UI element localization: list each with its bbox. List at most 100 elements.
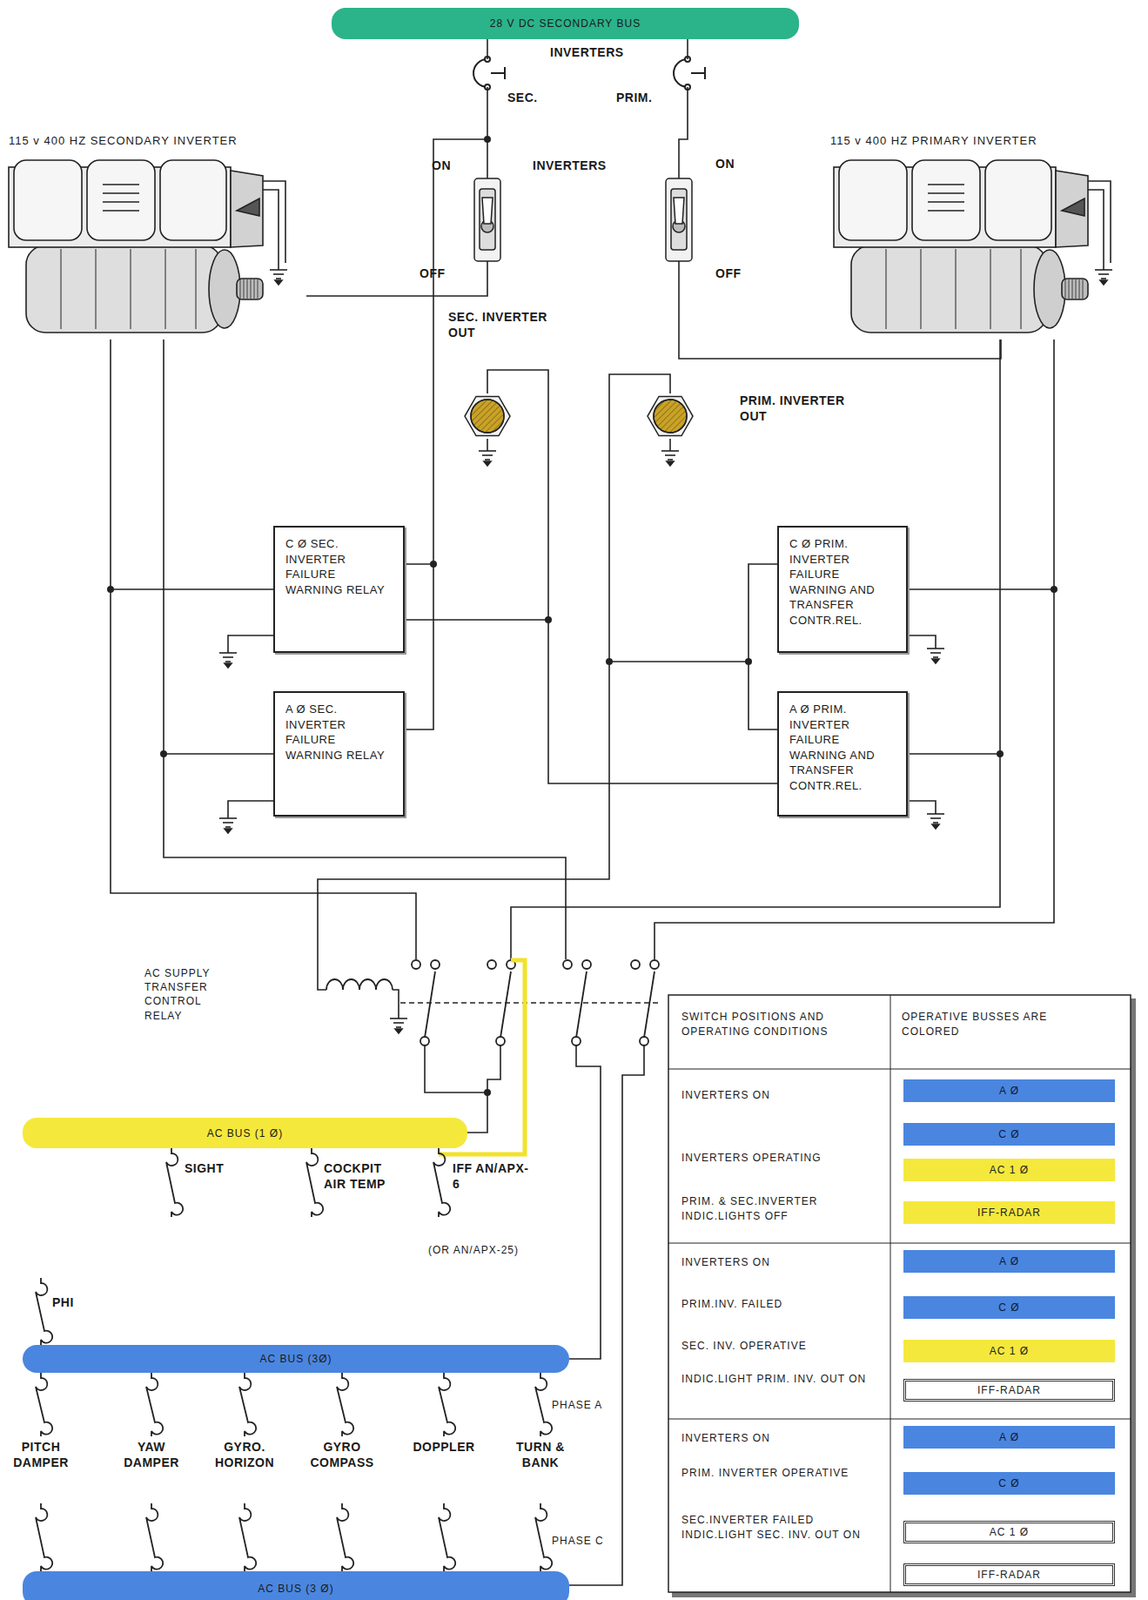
wire <box>907 635 936 649</box>
fuse-symbol <box>438 1503 456 1571</box>
part-label: IFF AN/APX-6 <box>452 1161 531 1192</box>
part-label: SIGHT <box>184 1161 255 1177</box>
wire <box>678 261 1001 359</box>
node-text: 115 v 400 HZ PRIMARY INVERTER <box>830 134 1111 148</box>
wire-connector <box>110 339 274 590</box>
wire <box>748 563 778 730</box>
node-text: AC BUS (1 Ø) <box>207 1127 283 1140</box>
part-label: GYRO. HORIZON <box>209 1439 280 1471</box>
junction-dot <box>605 657 613 665</box>
wire <box>569 1045 601 1359</box>
part-label: OFF <box>715 266 759 282</box>
table-bus-cell: A Ø <box>903 1425 1115 1449</box>
wire <box>486 87 489 179</box>
part-label: COCKPIT AIR TEMP <box>323 1161 407 1192</box>
fuse-symbol <box>35 1372 53 1437</box>
wire <box>669 438 672 451</box>
ground-symbol <box>389 1018 408 1034</box>
relay-contact <box>411 960 440 1046</box>
circuit-breaker <box>473 56 505 90</box>
table-cell: INVERTERS OPERATING <box>681 1150 882 1166</box>
part-label: OFF <box>419 266 464 282</box>
table-cell: OPERATIVE BUSSES ARE COLORED <box>901 1009 1068 1040</box>
table-cell: INDIC.LIGHT PRIM. INV. OUT ON <box>681 1371 882 1387</box>
part-label: PHI <box>52 1295 96 1311</box>
node-text: C Ø PRIM. INVERTER FAILURE WARNING AND T… <box>789 536 900 628</box>
node-text: A Ø SEC. INVERTER FAILURE WARNING RELAY <box>285 701 397 763</box>
bus-bar: AC BUS (3 Ø) <box>22 1570 570 1600</box>
part-label: DOPPLER <box>409 1439 479 1456</box>
junction-dot <box>745 657 752 665</box>
wire <box>317 374 671 990</box>
fuse-symbol <box>535 1372 552 1437</box>
part-label: ON <box>431 158 467 175</box>
relay-box: A Ø SEC. INVERTER FAILURE WARNING RELAY <box>273 691 405 817</box>
part-label: GYRO COMPASS <box>307 1439 377 1471</box>
table-bus-cell: A Ø <box>903 1249 1115 1273</box>
wire <box>228 800 274 819</box>
table-bus-cell: IFF-RADAR <box>903 1563 1115 1586</box>
ground-symbol <box>219 818 237 833</box>
circuit-breaker <box>673 56 705 90</box>
table-bus-cell: IFF-RADAR <box>903 1201 1115 1224</box>
table-cell: PRIM. & SEC.INVERTER INDIC.LIGHTS OFF <box>681 1194 882 1224</box>
part-label: PRIM. <box>616 90 671 107</box>
fuse-symbol <box>239 1372 256 1437</box>
bus-bar: 28 V DC SECONDARY BUS <box>331 7 799 40</box>
inverter-illustration <box>833 160 1111 333</box>
fuse-symbol <box>438 1372 456 1437</box>
fuse-symbol <box>146 1503 163 1571</box>
mechanical-link <box>400 1001 662 1003</box>
part-label: PITCH DAMPER <box>6 1439 76 1471</box>
relay-box: A Ø PRIM. INVERTER FAILURE WARNING AND T… <box>777 691 908 817</box>
part-label: ON <box>715 156 751 173</box>
node-text: AC BUS (3Ø) <box>259 1352 332 1365</box>
wire <box>486 39 489 60</box>
ground-symbol <box>478 450 497 466</box>
fuse-symbol <box>35 1503 53 1571</box>
indicator-light <box>464 396 511 436</box>
status-table <box>668 994 1136 1598</box>
table-bus-cell: C Ø <box>903 1122 1115 1146</box>
part-label: AC SUPPLY TRANSFER CONTROL RELAY <box>144 966 215 1023</box>
ground-symbol <box>926 813 945 829</box>
fuse-symbol <box>336 1372 354 1437</box>
bus-bar: AC BUS (3Ø) <box>22 1344 570 1373</box>
wire <box>487 1045 501 1093</box>
table-cell: SWITCH POSITIONS AND OPERATING CONDITION… <box>681 1009 882 1040</box>
part-label: YAW DAMPER <box>116 1439 187 1471</box>
table-cell: INVERTERS ON <box>681 1255 882 1270</box>
relay-contact <box>487 960 516 1046</box>
wire <box>510 753 1001 960</box>
toggle-switch <box>665 178 692 262</box>
wire <box>609 660 749 663</box>
part-label: INVERTERS <box>532 158 646 175</box>
bus-bar: AC BUS (1 Ø) <box>22 1117 468 1148</box>
table-cell: INVERTERS ON <box>681 1430 882 1446</box>
part-label: (OR AN/APX-25) <box>428 1242 559 1257</box>
fuse-symbol <box>535 1503 552 1571</box>
node-text: A Ø PRIM. INVERTER FAILURE WARNING AND T… <box>789 701 900 793</box>
wire <box>487 369 778 784</box>
table-bus-cell: AC 1 Ø <box>903 1339 1115 1363</box>
wire <box>678 87 688 179</box>
relay-box: C Ø PRIM. INVERTER FAILURE WARNING AND T… <box>777 525 908 653</box>
relay-box: C Ø SEC. INVERTER FAILURE WARNING RELAY <box>273 525 405 653</box>
fuse-symbol <box>433 1148 450 1217</box>
table-bus-cell: AC 1 Ø <box>903 1520 1115 1544</box>
toggle-switch <box>474 178 501 262</box>
ground-symbol <box>661 450 679 466</box>
table-cell: PRIM. INVERTER OPERATIVE <box>681 1465 882 1481</box>
fuse-symbol <box>146 1372 163 1437</box>
node-text: AC BUS (3 Ø) <box>257 1582 334 1595</box>
node-text: 115 v 400 HZ SECONDARY INVERTER <box>8 134 303 148</box>
table-cell: SEC. INV. OPERATIVE <box>681 1338 882 1354</box>
relay-coil <box>326 979 393 990</box>
part-label: PRIM. INVERTER OUT <box>739 393 867 424</box>
inverter-illustration <box>8 160 286 333</box>
fuse-symbol <box>336 1503 354 1571</box>
relay-contact <box>563 960 591 1046</box>
junction-dot <box>544 616 552 624</box>
junction-dot <box>429 560 437 568</box>
